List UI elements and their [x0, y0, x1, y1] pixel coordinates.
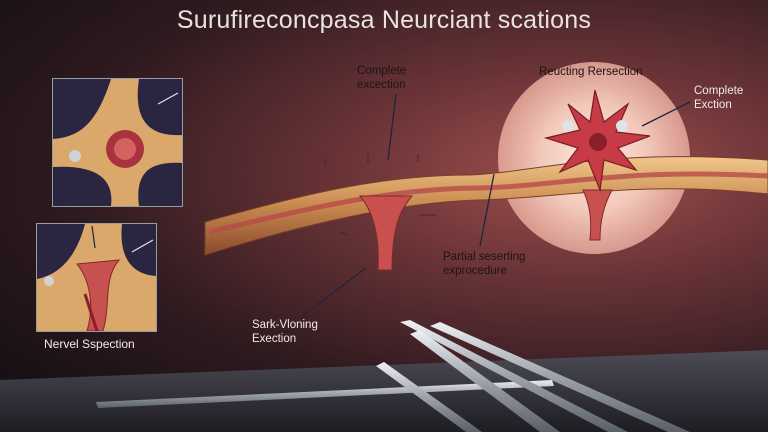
- label-sark-vloning: Sark-Vloning Exection: [252, 318, 318, 346]
- surgical-instruments: [96, 320, 690, 432]
- label-complete-exction: Complete Exction: [694, 84, 743, 112]
- nerve-vessel: [209, 171, 768, 235]
- annotation-lines: [299, 93, 691, 319]
- nerve-branch: [358, 195, 414, 271]
- nerve-branch-right: [582, 189, 613, 241]
- label-reucting-rersection: Reucting Rersection: [539, 66, 643, 78]
- label-line: Complete: [694, 85, 744, 97]
- label-nervel-sspection: Nervel Sspection: [44, 337, 135, 351]
- label-line: excection: [357, 79, 406, 91]
- inset-panel-bottom: [36, 223, 157, 332]
- nerve-markers: [324, 154, 436, 236]
- label-line: Exction: [694, 99, 732, 111]
- label-complete-excection: Complete excection: [357, 64, 406, 92]
- label-partial-seserting: Partial seserting exprocedure: [443, 250, 525, 278]
- label-line: exprocedure: [443, 265, 507, 277]
- inset-panel-top: [52, 78, 183, 207]
- label-line: Partial seserting: [443, 251, 526, 263]
- label-line: Complete: [357, 65, 407, 77]
- label-line: Exection: [252, 333, 297, 345]
- page-title: Surufireconcpasa Neurciant scations: [176, 6, 592, 34]
- inset-top-illustration: [53, 79, 182, 206]
- inset-bottom-illustration: [37, 224, 156, 331]
- nerve-fibre: [204, 156, 768, 256]
- label-line: Sark-Vloning: [252, 319, 318, 331]
- lesion-bead: [562, 120, 574, 132]
- lesion-bead: [616, 120, 628, 132]
- lesion-core: [589, 133, 607, 151]
